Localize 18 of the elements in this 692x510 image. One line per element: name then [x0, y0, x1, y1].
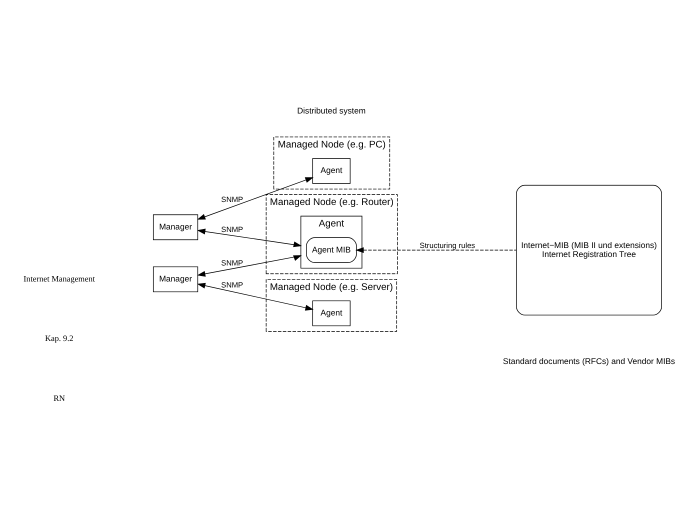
edge-label: SNMP	[221, 195, 244, 204]
node-box: Agent MIB	[306, 237, 357, 263]
arrow	[197, 255, 302, 277]
node-box: Agent	[312, 300, 351, 326]
arrow	[197, 282, 314, 311]
node-box: Agent	[312, 158, 351, 184]
edge-label: SNMP	[221, 258, 244, 268]
label: Standard documents (RFCs) and Vendor MIBs	[502, 356, 676, 366]
edge-label: SNMP	[221, 224, 244, 234]
arrow	[197, 228, 302, 248]
edge-label: Structuring rules	[420, 240, 476, 250]
node-box: Manager	[152, 266, 198, 292]
arrow	[197, 177, 314, 220]
node-box: Internet−MIB (MIB II und extensions) Internet Registration Tree	[516, 184, 662, 316]
arrow	[355, 247, 517, 254]
edge-label: SNMP	[221, 280, 244, 290]
label: Distributed system	[297, 105, 366, 116]
node-box: Manager	[152, 214, 198, 240]
